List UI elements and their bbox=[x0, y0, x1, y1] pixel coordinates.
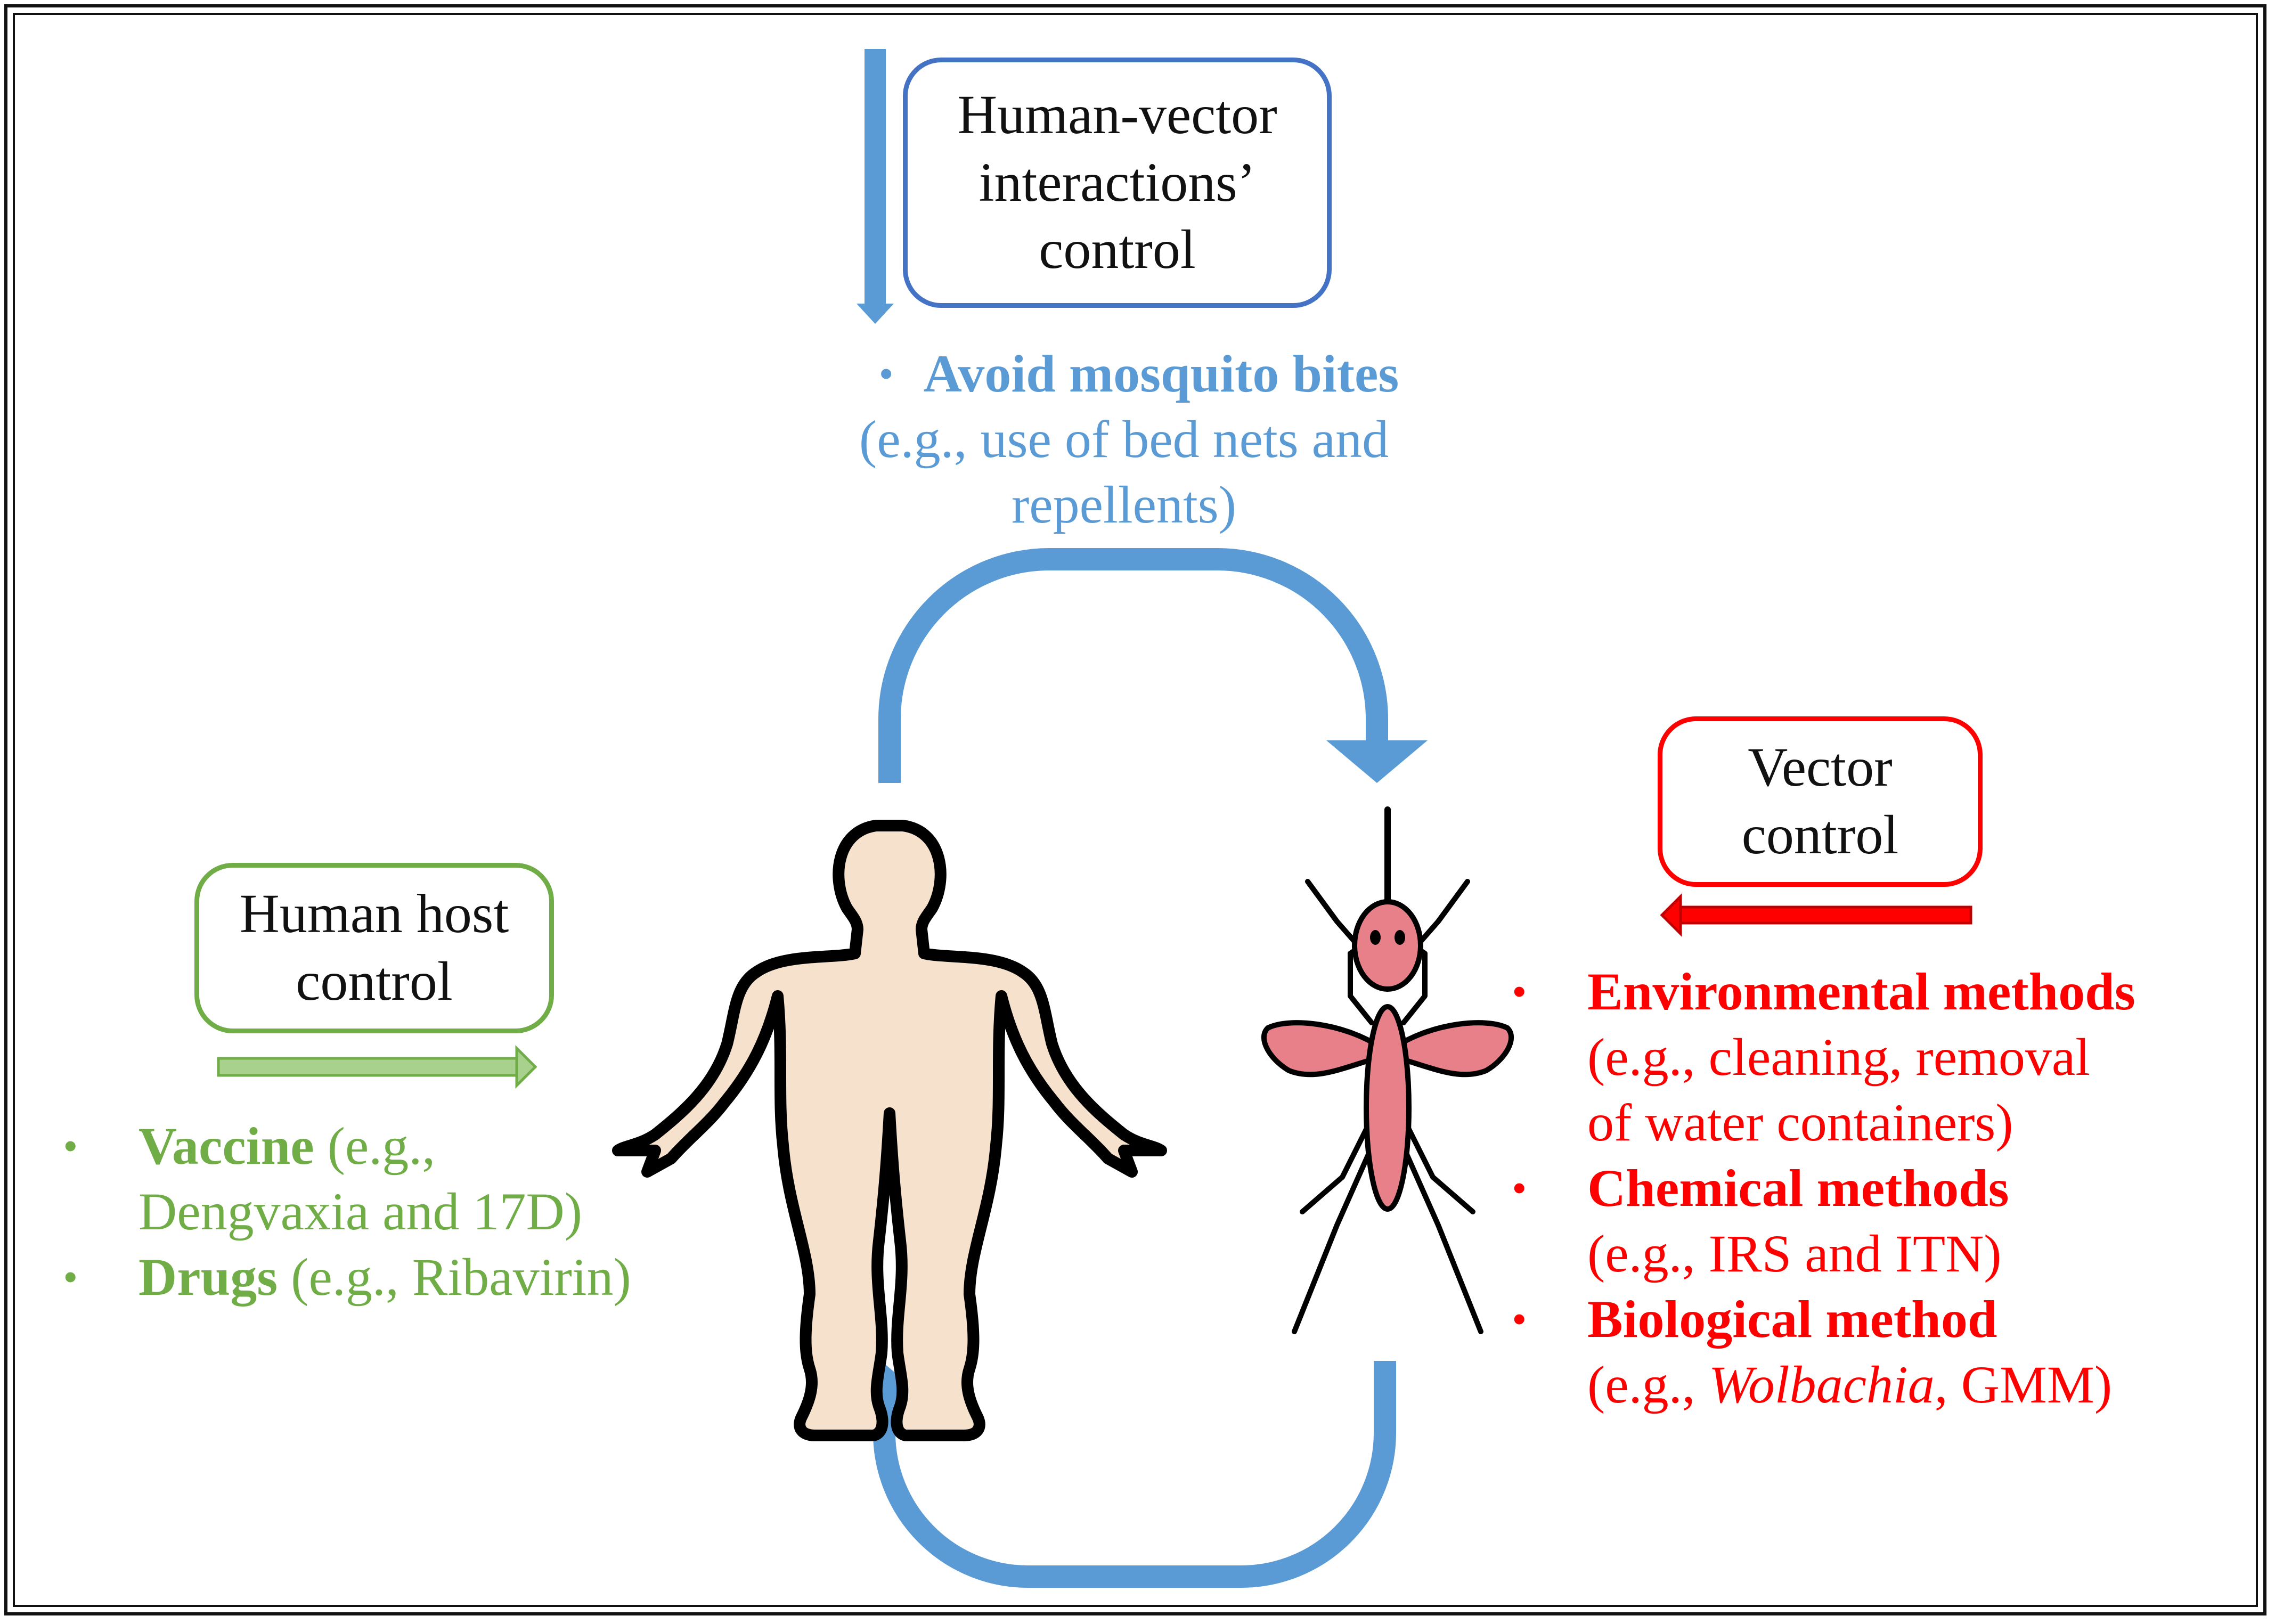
green-arrow-to-human bbox=[217, 1044, 537, 1089]
environmental-example: of water containers) bbox=[1587, 1093, 2013, 1152]
vector-box-line: Vector bbox=[1748, 737, 1893, 798]
bullet: • bbox=[1513, 970, 1526, 1013]
avoid-bites-heading-line: • Avoid mosquito bites bbox=[692, 341, 1555, 406]
bullet: • bbox=[879, 353, 893, 395]
host-control-list: • Vaccine (e.g., Dengvaxia and 17D) • Drug… bbox=[64, 1113, 631, 1310]
inner-frame bbox=[13, 13, 2258, 1607]
biological-example-prefix: (e.g., bbox=[1587, 1355, 1709, 1414]
avoid-bites-example-line: repellents) bbox=[1011, 475, 1237, 534]
avoid-bites-example-line: (e.g., use of bed nets and bbox=[859, 410, 1389, 469]
avoid-bites-block: • Avoid mosquito bites (e.g., use of bed … bbox=[692, 341, 1555, 537]
bullet: • bbox=[64, 1256, 77, 1298]
human-host-control-box: Human host control bbox=[194, 863, 554, 1033]
human-vector-box-line: Human-vector bbox=[957, 84, 1277, 145]
vaccine-examples: Dengvaxia and 17D) bbox=[138, 1182, 583, 1241]
vector-box-line: control bbox=[1741, 804, 1899, 866]
vaccine-detail: (e.g., bbox=[314, 1116, 436, 1176]
bullet: • bbox=[1513, 1167, 1526, 1209]
environmental-heading: Environmental methods bbox=[1587, 962, 2135, 1021]
outer-frame bbox=[4, 4, 2266, 1615]
biological-example-italic: Wolbachia bbox=[1708, 1355, 1935, 1414]
vaccine-heading: Vaccine bbox=[138, 1116, 314, 1176]
drugs-heading: Drugs bbox=[138, 1247, 278, 1307]
cycle-arrow-human-to-mosquito bbox=[878, 548, 1428, 783]
biological-example: (e.g., Wolbachia, GMM) bbox=[1513, 1352, 2135, 1417]
biological-heading: Biological method bbox=[1587, 1290, 1997, 1349]
biological-item: • Biological method bbox=[1513, 1286, 2135, 1352]
human-vector-box-line: interactions’ bbox=[979, 151, 1256, 213]
biological-example-suffix: , GMM) bbox=[1934, 1355, 2113, 1414]
mosquito-icon bbox=[1261, 806, 1514, 1334]
human-vector-box-line: control bbox=[1039, 219, 1196, 281]
human-host-box-line: control bbox=[296, 951, 453, 1012]
human-silhouette-icon bbox=[612, 820, 1167, 1441]
human-host-box-line: Human host bbox=[239, 883, 509, 945]
bullet: • bbox=[64, 1125, 77, 1167]
vaccine-item: • Vaccine (e.g., bbox=[64, 1113, 631, 1179]
chemical-item: • Chemical methods bbox=[1513, 1155, 2135, 1221]
avoid-bites-heading: Avoid mosquito bites bbox=[923, 344, 1399, 403]
chemical-heading: Chemical methods bbox=[1587, 1158, 2009, 1218]
drugs-detail: (e.g., Ribavirin) bbox=[278, 1247, 631, 1307]
human-vector-control-box: Human-vector interactions’ control bbox=[903, 58, 1332, 308]
vector-control-box: Vector control bbox=[1658, 716, 1983, 887]
drugs-item: • Drugs (e.g., Ribavirin) bbox=[64, 1244, 631, 1310]
vector-control-list: • Environmental methods (e.g., cleaning, … bbox=[1513, 959, 2135, 1417]
environmental-example: (e.g., cleaning, removal bbox=[1587, 1027, 2091, 1087]
down-arrow-to-bites bbox=[857, 49, 894, 324]
bullet: • bbox=[1513, 1298, 1526, 1340]
red-arrow-to-mosquito bbox=[1660, 893, 1972, 937]
environmental-item: • Environmental methods bbox=[1513, 959, 2135, 1024]
chemical-example: (e.g., IRS and ITN) bbox=[1587, 1224, 2002, 1283]
